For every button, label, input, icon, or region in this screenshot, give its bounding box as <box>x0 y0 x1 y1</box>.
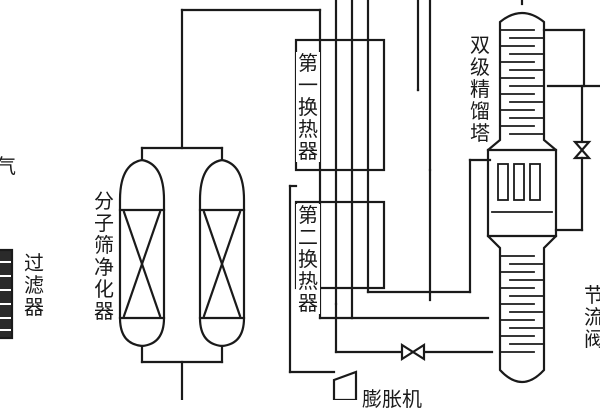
filter-label: 过滤器 <box>24 251 44 319</box>
expander-label: 膨胀机 <box>362 387 422 411</box>
flow-diagram-svg <box>0 0 600 402</box>
heat-exchanger-1-label: 第一换热器 <box>296 51 320 163</box>
filter-unit <box>0 248 14 340</box>
molecular-sieve-label: 分子筛净化器 <box>94 189 114 323</box>
throttle-valve-label: 节流阀 <box>584 283 600 351</box>
left-partial-label: 气 <box>0 154 16 178</box>
molecular-sieve-vessel-left <box>118 158 166 348</box>
molecular-sieve-vessel-right <box>198 158 246 348</box>
throttle-valve-right <box>572 140 592 160</box>
heat-exchanger-2-label: 第二换热器 <box>296 203 320 315</box>
column-label: 双级精馏塔 <box>468 33 492 145</box>
double-distillation-column <box>486 0 558 384</box>
expander <box>332 370 358 402</box>
throttle-valve-bottom <box>400 342 426 362</box>
